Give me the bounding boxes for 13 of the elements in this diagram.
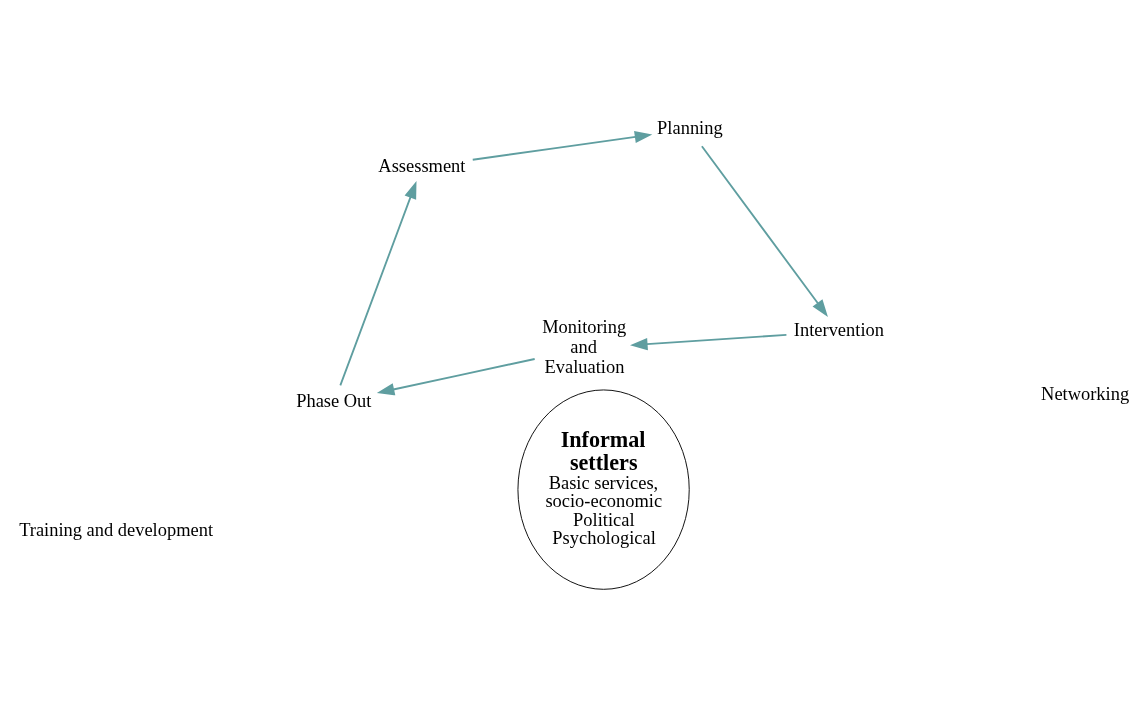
node-text: Monitoring and Evaluation xyxy=(542,316,627,378)
node-text: Phase Out xyxy=(296,390,372,411)
label: Networking xyxy=(1041,383,1130,404)
arrow xyxy=(630,333,788,351)
arrow xyxy=(376,358,536,396)
node-text: Planning xyxy=(657,117,723,138)
arrow xyxy=(339,181,417,387)
node-text: Assessment xyxy=(378,155,466,176)
label: Training and development xyxy=(19,519,214,540)
node-text: Intervention xyxy=(793,320,884,341)
arrow xyxy=(700,145,828,317)
arrow xyxy=(471,130,653,161)
node-ellipse: Informal settlers Basic services, socio-economic Political Psychological xyxy=(517,389,690,590)
